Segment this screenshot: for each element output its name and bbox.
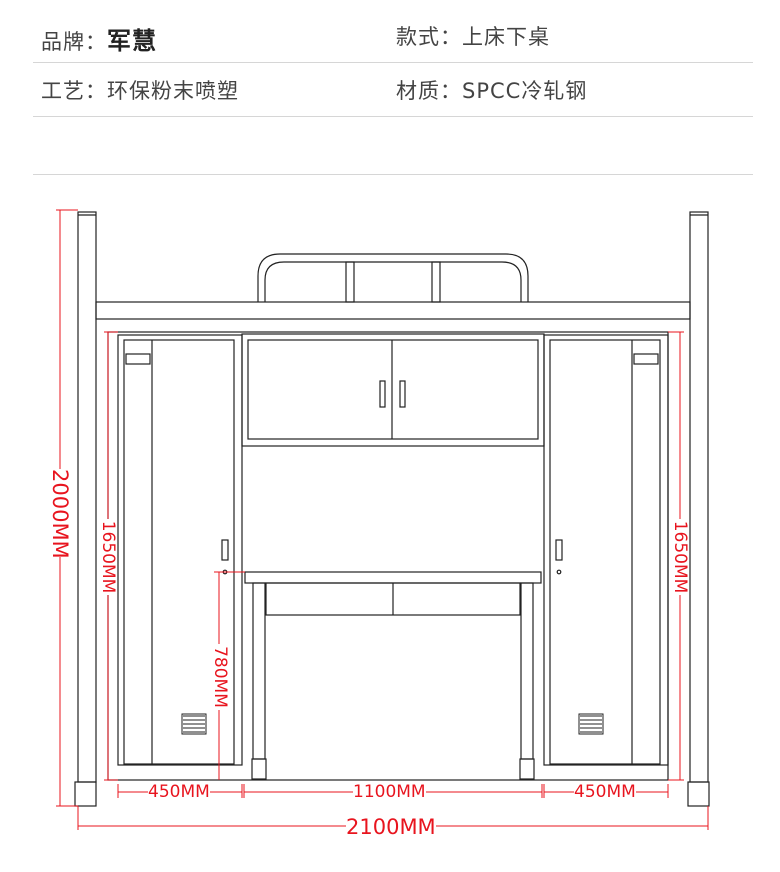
total-height-label: 2000MM bbox=[48, 469, 72, 559]
style-value: 上床下桌 bbox=[462, 25, 550, 49]
guardrail bbox=[257, 253, 529, 303]
bed-diagram: 2000MM 1650MM 1650MM 780MM 450MM 1100MM … bbox=[0, 180, 780, 868]
desk-width-label: 1100MM bbox=[353, 782, 426, 802]
lower-frame bbox=[107, 331, 669, 781]
right-cabinet-width-label: 450MM bbox=[574, 782, 636, 802]
material-value: SPCC冷轧钢 bbox=[462, 79, 588, 103]
brand-label: 品牌： bbox=[41, 30, 107, 54]
spec-brand: 品牌：军慧 bbox=[41, 21, 157, 56]
left-cabinet-height-label: 1650MM bbox=[98, 519, 118, 595]
spec-row-2: 工艺：环保粉末喷塑 材质：SPCC冷轧钢 bbox=[33, 62, 753, 117]
material-label: 材质： bbox=[396, 79, 462, 103]
spec-row-1: 品牌：军慧 款式：上床下桌 bbox=[33, 6, 753, 63]
bed-rail bbox=[95, 301, 691, 320]
craft-value: 环保粉末喷塑 bbox=[107, 79, 239, 103]
upper-cabinet bbox=[241, 333, 545, 447]
spec-table: 品牌：军慧 款式：上床下桌 工艺：环保粉末喷塑 材质：SPCC冷轧钢 bbox=[0, 0, 780, 180]
spec-craft: 工艺：环保粉末喷塑 bbox=[41, 75, 239, 105]
spec-material: 材质：SPCC冷轧钢 bbox=[396, 75, 587, 105]
right-cabinet-height-label: 1650MM bbox=[670, 519, 690, 595]
spec-style: 款式：上床下桌 bbox=[396, 21, 550, 51]
left-cabinet-width-label: 450MM bbox=[148, 782, 210, 802]
style-label: 款式： bbox=[396, 25, 462, 49]
spec-row-3 bbox=[33, 116, 753, 175]
left-post bbox=[74, 211, 97, 807]
brand-value: 军慧 bbox=[107, 27, 157, 55]
dimension-lines bbox=[56, 209, 709, 830]
desk-height-label: 780MM bbox=[210, 644, 230, 710]
right-post bbox=[687, 211, 710, 807]
craft-label: 工艺： bbox=[41, 79, 107, 103]
desk bbox=[244, 571, 542, 780]
right-locker bbox=[549, 339, 661, 765]
total-width-label: 2100MM bbox=[346, 815, 436, 839]
